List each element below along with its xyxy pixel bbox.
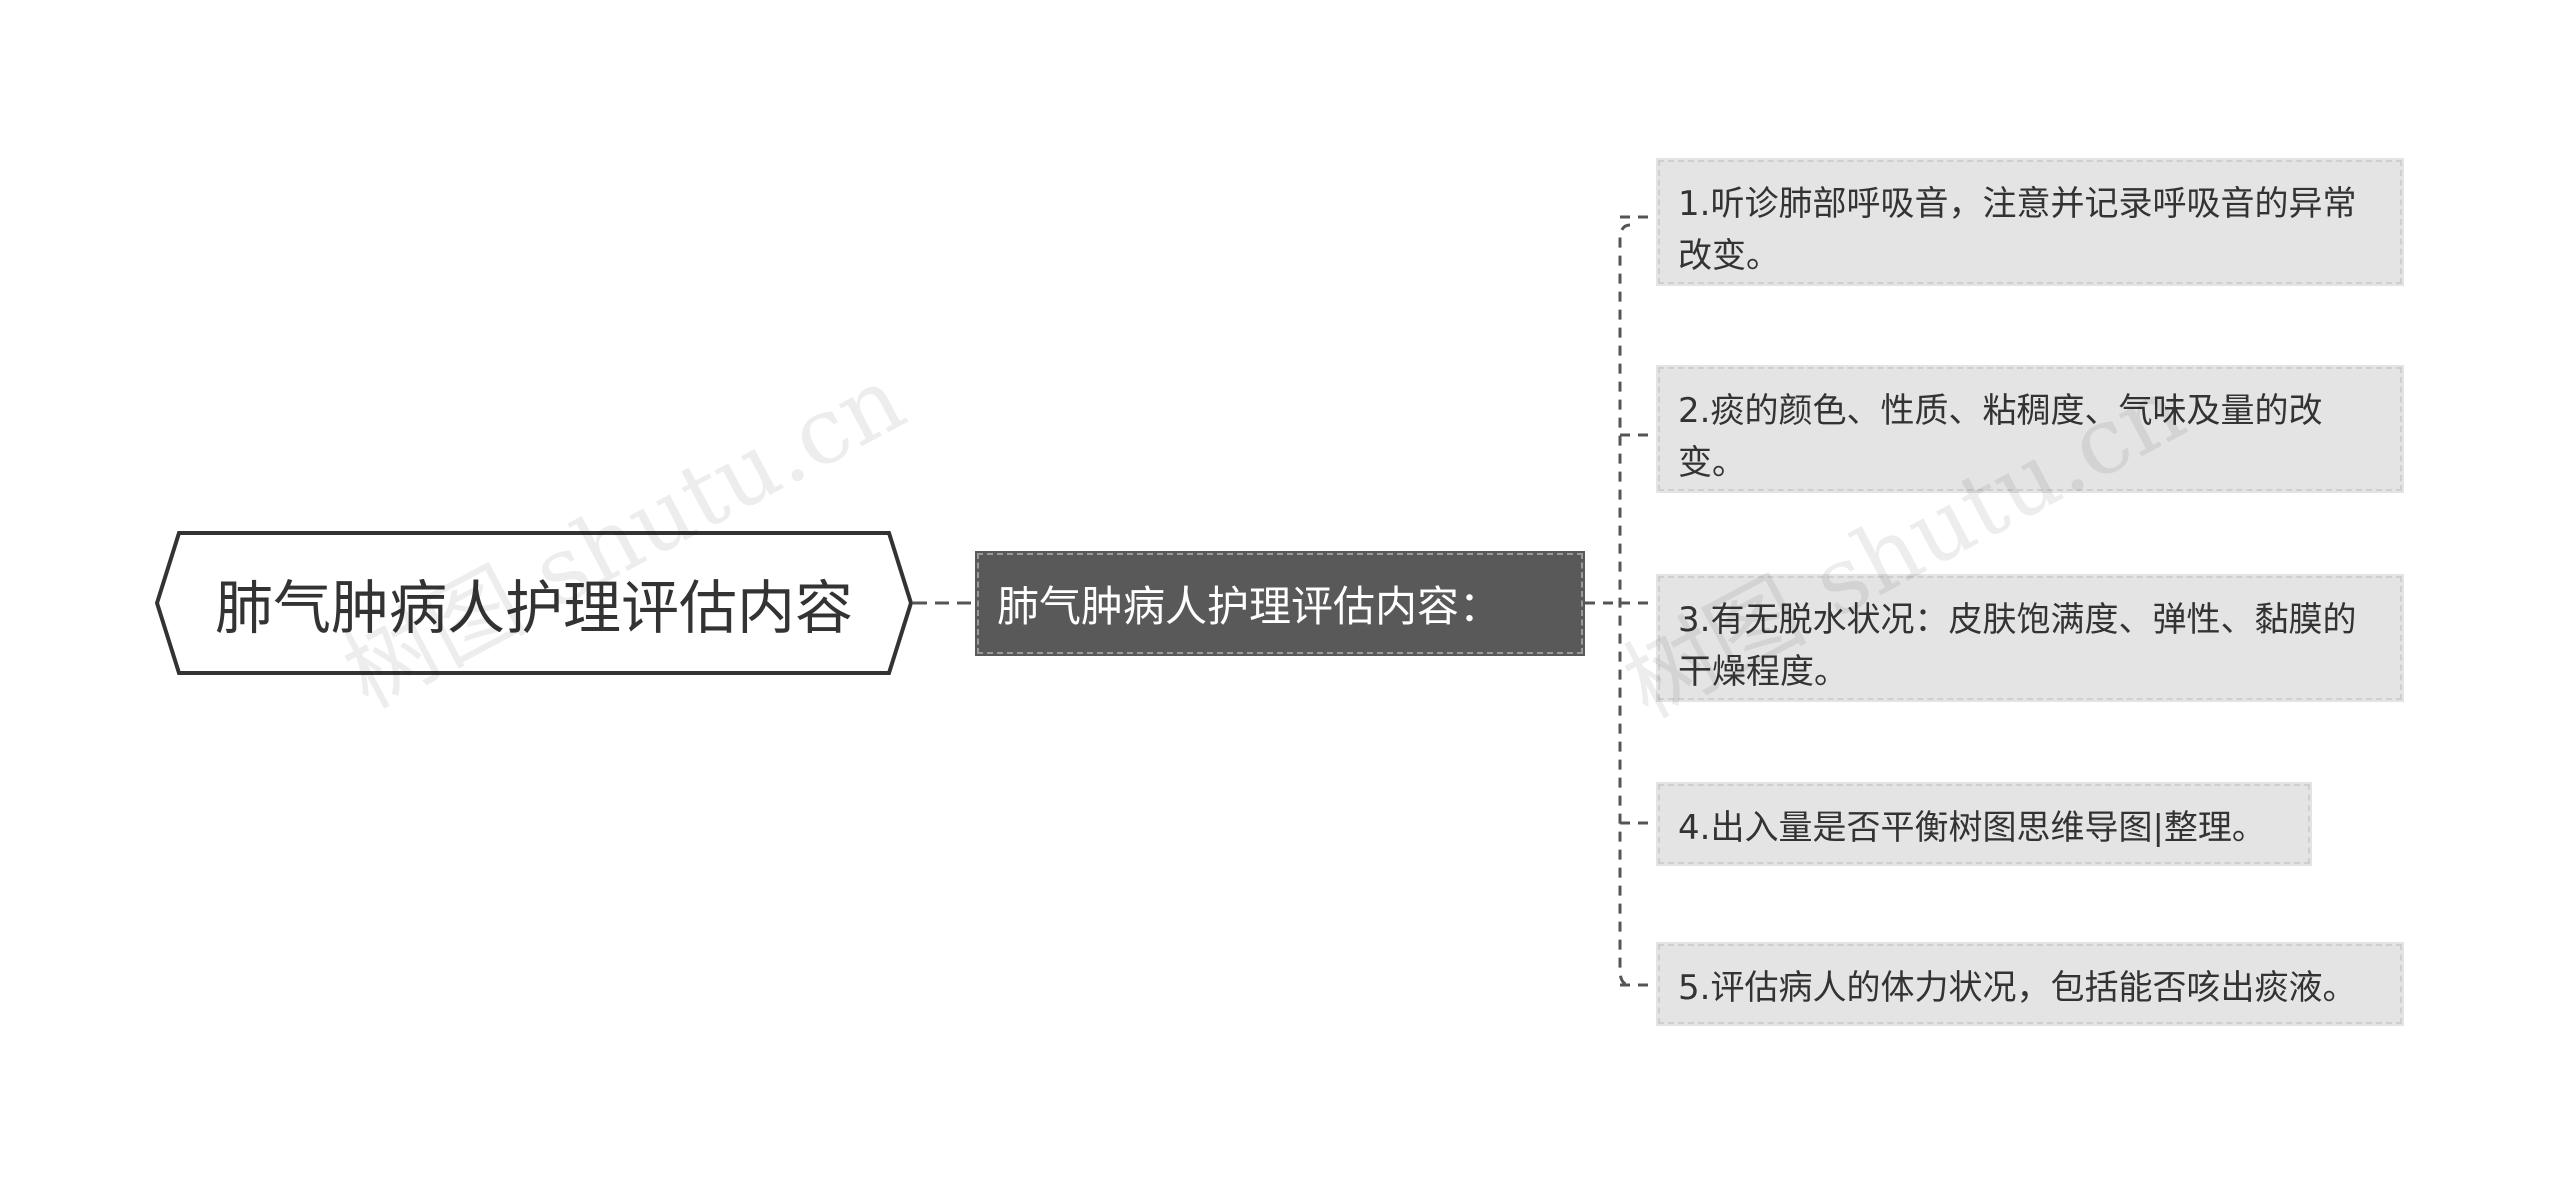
leaf-node-1[interactable]: 1.听诊肺部呼吸音，注意并记录呼吸音的异常改变。 xyxy=(1656,158,2404,286)
root-hexagon-shape xyxy=(155,531,913,675)
branch-node-label: 肺气肿病人护理评估内容： xyxy=(997,582,1502,631)
leaf-node-3-label: 3.有无脱水状况：皮肤饱满度、弹性、黏膜的干燥程度。 xyxy=(1678,600,2357,692)
leaf-node-5[interactable]: 5.评估病人的体力状况，包括能否咳出痰液。 xyxy=(1656,942,2404,1026)
leaf-node-4[interactable]: 4.出入量是否平衡树图思维导图|整理。 xyxy=(1656,782,2312,866)
spine-connector xyxy=(1618,223,1631,987)
leaf-node-2[interactable]: 2.痰的颜色、性质、粘稠度、气味及量的改变。 xyxy=(1656,365,2404,493)
leaf-node-2-label: 2.痰的颜色、性质、粘稠度、气味及量的改变。 xyxy=(1678,391,2323,483)
branch-node[interactable]: 肺气肿病人护理评估内容： xyxy=(975,551,1585,656)
leaf-node-4-label: 4.出入量是否平衡树图思维导图|整理。 xyxy=(1678,808,2266,848)
leaf-node-1-label: 1.听诊肺部呼吸音，注意并记录呼吸音的异常改变。 xyxy=(1678,184,2357,276)
root-node-label: 肺气肿病人护理评估内容 xyxy=(214,574,853,642)
root-node[interactable]: 肺气肿病人护理评估内容 xyxy=(155,531,913,675)
leaf-node-3[interactable]: 3.有无脱水状况：皮肤饱满度、弹性、黏膜的干燥程度。 xyxy=(1656,574,2404,702)
leaf-node-5-label: 5.评估病人的体力状况，包括能否咳出痰液。 xyxy=(1678,968,2357,1008)
